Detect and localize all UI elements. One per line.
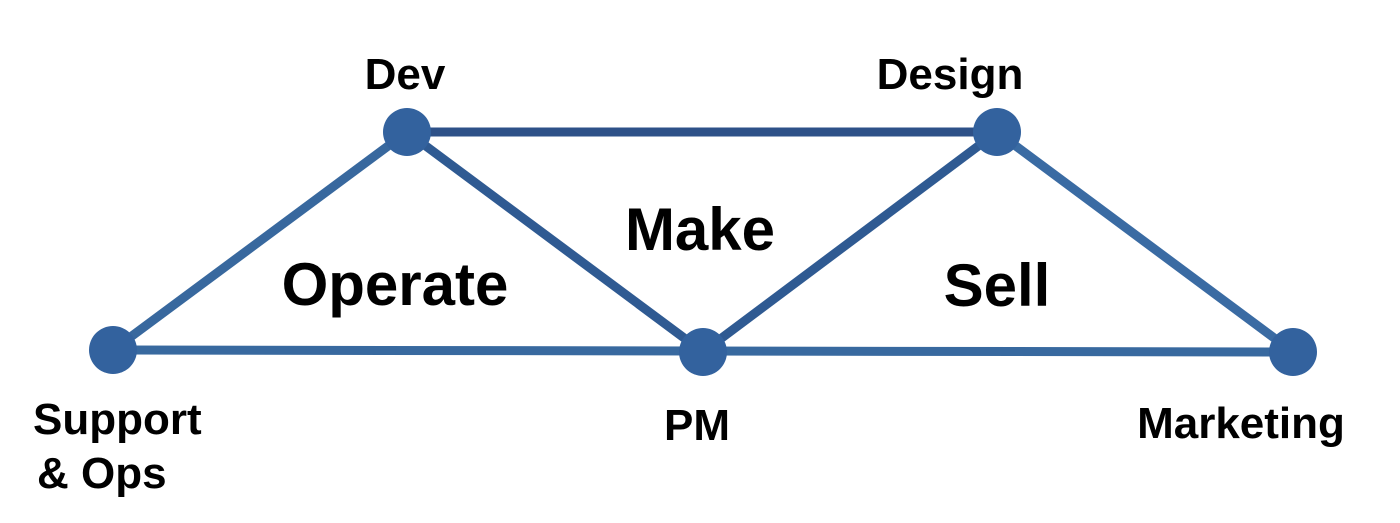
node-label-pm: PM (664, 401, 730, 450)
node-support-ops (89, 326, 137, 374)
node-label-support-ops-line1: Support (33, 395, 202, 444)
edge-supportops-dev (110, 128, 410, 354)
region-label-sell: Sell (944, 252, 1051, 319)
node-label-dev: Dev (365, 50, 446, 99)
node-pm (679, 328, 727, 376)
node-design (973, 108, 1021, 156)
region-label-make: Make (625, 196, 775, 263)
node-dev (383, 108, 431, 156)
region-label-operate: Operate (282, 251, 509, 318)
node-label-design: Design (877, 50, 1024, 99)
node-label-marketing: Marketing (1137, 399, 1345, 448)
edge-dev-pm (404, 128, 706, 356)
node-label-support-ops-line2: & Ops (37, 449, 167, 498)
node-marketing (1269, 328, 1317, 376)
edge-design-marketing (994, 128, 1296, 356)
edge-pm-design (700, 128, 1000, 356)
